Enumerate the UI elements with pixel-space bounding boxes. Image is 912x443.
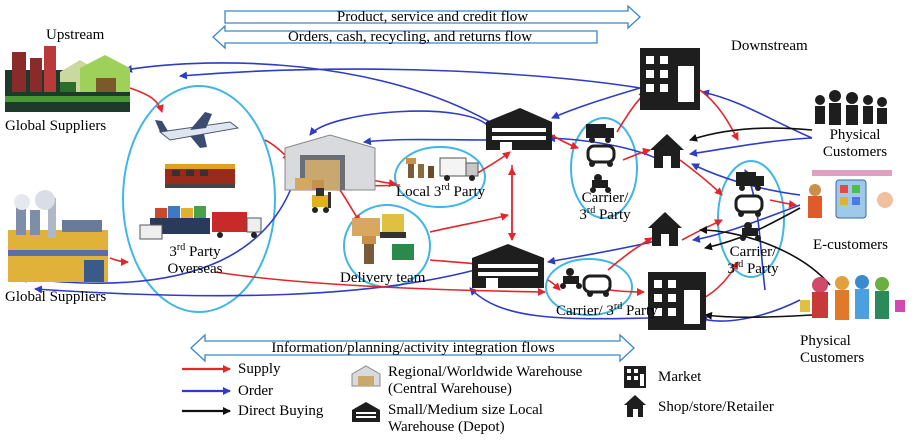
overseas-ellipse — [122, 85, 276, 313]
legend-shop-icon — [624, 395, 646, 417]
direct-buying-arrows — [689, 127, 831, 320]
forklift-icon — [312, 188, 331, 213]
flow-label-information: Information/planning/activity integratio… — [271, 340, 555, 356]
carrier-b-label: Carrier/ 3rd Party — [556, 301, 658, 320]
factory-icon-1 — [5, 46, 130, 112]
global-suppliers-label-2: Global Suppliers — [5, 289, 107, 305]
market-icon-bottom — [648, 272, 706, 330]
legend-central-warehouse-icon — [351, 365, 381, 387]
carrier-a-vehicles-icon — [586, 124, 616, 193]
flow-label-orders: Orders, cash, recycling, and returns flo… — [287, 29, 533, 45]
market-icon-top — [640, 48, 700, 110]
carrier-a-ellipse — [570, 117, 638, 219]
delivery-team-icon — [352, 214, 414, 264]
legend-market-label: Market — [658, 369, 702, 385]
carrier-c-ellipse — [717, 160, 785, 278]
flow-banner-orders — [212, 24, 598, 50]
flow-banner-product — [224, 4, 641, 30]
central-warehouse-icon — [284, 134, 376, 191]
shop-icon-bottom — [648, 212, 682, 246]
train-icon — [165, 164, 235, 188]
carrier-c-vehicles-icon — [734, 172, 764, 241]
physical-customers-label-2: Physical Customers — [800, 333, 865, 366]
downstream-label: Downstream — [731, 38, 808, 54]
e-customers-icon — [808, 170, 893, 219]
depot-warehouse-icon-bottom — [472, 244, 544, 288]
local-truck-icon — [406, 157, 479, 181]
legend-order-label: Order — [238, 383, 273, 399]
shop-icon-top — [650, 134, 684, 168]
airplane-icon — [155, 112, 240, 148]
e-customers-label: E-customers — [813, 237, 888, 253]
legend-market-icon — [624, 366, 646, 388]
ship-truck-icon — [139, 206, 262, 240]
physical-customers-icon-top — [815, 90, 887, 125]
legend-local-label: Small/Medium size Local Warehouse (Depot… — [388, 402, 543, 435]
physical-customers-label-1: Physical Customers — [822, 127, 888, 160]
local-3rd-party-ellipse — [394, 146, 486, 208]
flow-banner-information — [190, 333, 635, 363]
depot-warehouse-icon-top — [486, 108, 552, 150]
carrier-b-vehicles-icon — [560, 268, 612, 297]
legend-direct-label: Direct Buying — [238, 403, 324, 419]
delivery-team-label: Delivery team — [340, 270, 426, 286]
legend-shop-label: Shop/store/Retailer — [658, 399, 774, 415]
carrier-c-label: Carrier/ 3rd Party — [727, 244, 779, 277]
third-party-overseas-label: 3rd Party Overseas — [167, 242, 223, 278]
global-suppliers-label-1: Global Suppliers — [5, 118, 107, 134]
legend-regional-label: Regional/Worldwide Warehouse (Central Wa… — [388, 364, 583, 397]
legend-depot-warehouse-icon — [352, 402, 380, 422]
flow-label-product: Product, service and credit flow — [336, 9, 529, 25]
carrier-a-label: Carrier/ 3rd Party — [579, 190, 631, 223]
upstream-label: Upstream — [46, 27, 105, 43]
legend-supply-label: Supply — [238, 361, 281, 377]
physical-customers-icon-bottom — [800, 275, 905, 320]
local-3rd-party-label: Local 3rd Party — [396, 182, 486, 201]
carrier-b-ellipse — [545, 258, 633, 316]
factory-icon-2 — [8, 190, 108, 282]
